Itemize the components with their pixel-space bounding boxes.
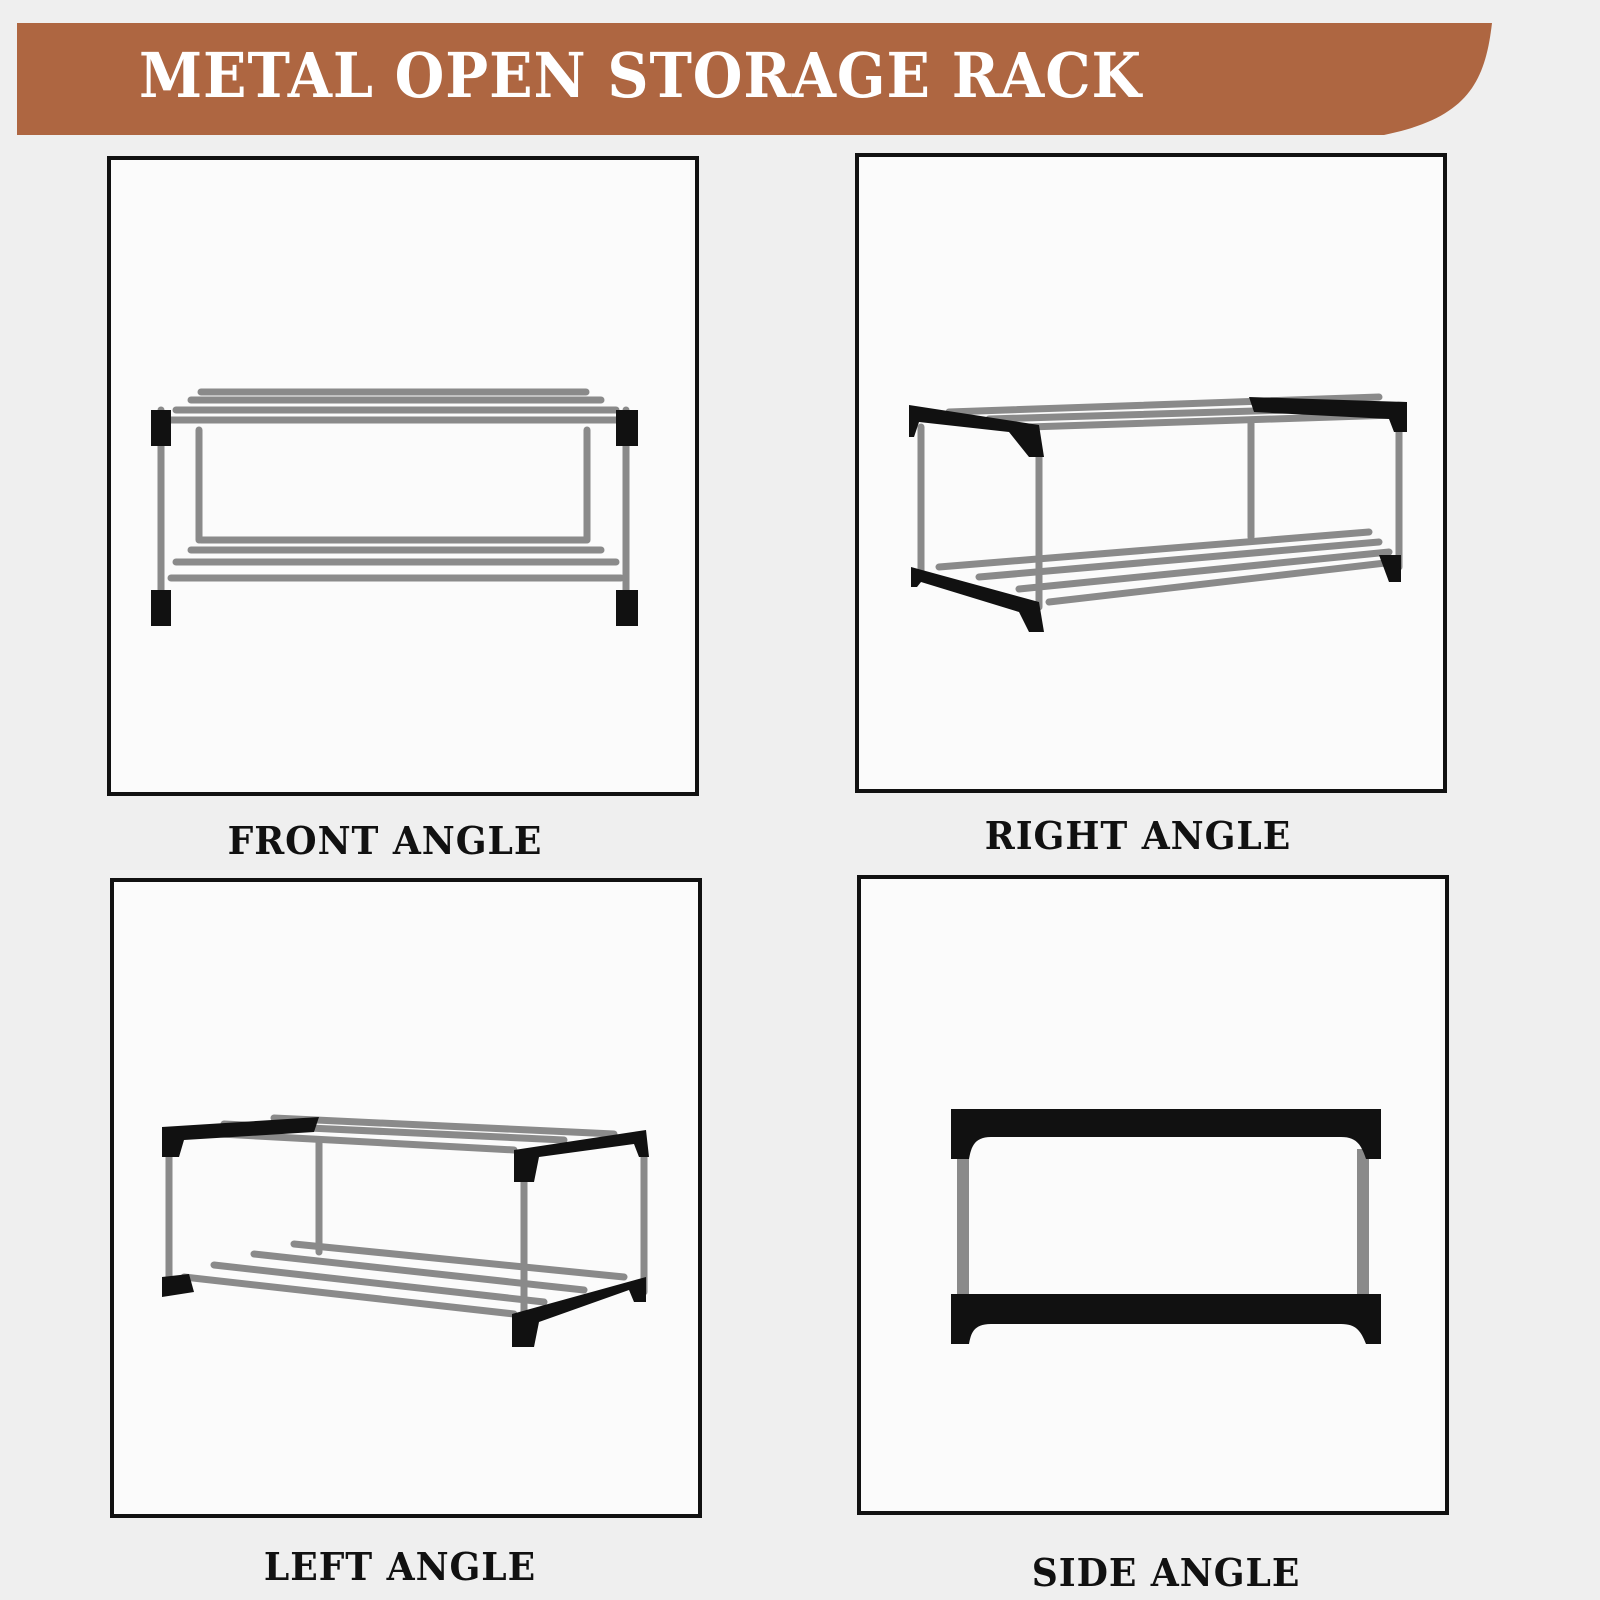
label-right-angle: RIGHT ANGLE: [984, 813, 1292, 858]
product-image-side: [857, 875, 1449, 1515]
rack-left-image: [162, 1114, 649, 1347]
label-front-angle: FRONT ANGLE: [227, 818, 543, 863]
product-image-left: [110, 878, 702, 1518]
title-banner: METAL OPEN STORAGE RACK: [17, 23, 1492, 135]
label-left-angle: LEFT ANGLE: [263, 1544, 537, 1589]
rack-right-image: [909, 393, 1407, 632]
product-image-right: [855, 153, 1447, 793]
banner-shape: [17, 23, 1492, 135]
label-side-angle: SIDE ANGLE: [1031, 1550, 1301, 1595]
banner-title: METAL OPEN STORAGE RACK: [139, 39, 1143, 112]
rack-front-image: [151, 388, 638, 626]
rack-side-image: [951, 1109, 1381, 1344]
product-image-front: [107, 156, 699, 796]
